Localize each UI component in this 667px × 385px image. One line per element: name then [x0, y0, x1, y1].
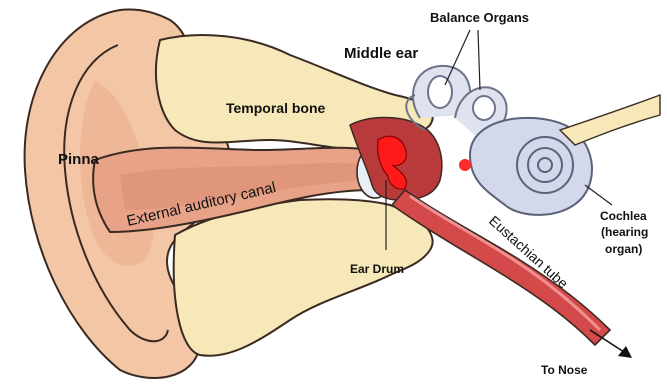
cochlea-leader [585, 185, 612, 205]
label-pinna: Pinna [58, 151, 99, 168]
label-cochlea-3: organ) [605, 242, 642, 256]
label-temporal-bone: Temporal bone [226, 100, 326, 116]
balance-organs-leader-2 [478, 30, 480, 90]
label-cochlea-1: Cochlea [600, 209, 647, 223]
label-to-nose: To Nose [541, 363, 588, 377]
oval-window-dot [459, 159, 471, 171]
eustachian-tube [392, 190, 610, 345]
label-ear-drum: Ear Drum [350, 262, 404, 276]
label-cochlea-2: (hearing [601, 225, 648, 239]
label-balance-organs: Balance Organs [430, 10, 529, 25]
to-nose-arrow-head [618, 346, 632, 358]
label-middle-ear: Middle ear [344, 45, 418, 62]
temporal-bone-lower [174, 199, 433, 356]
auditory-nerve [560, 95, 660, 145]
